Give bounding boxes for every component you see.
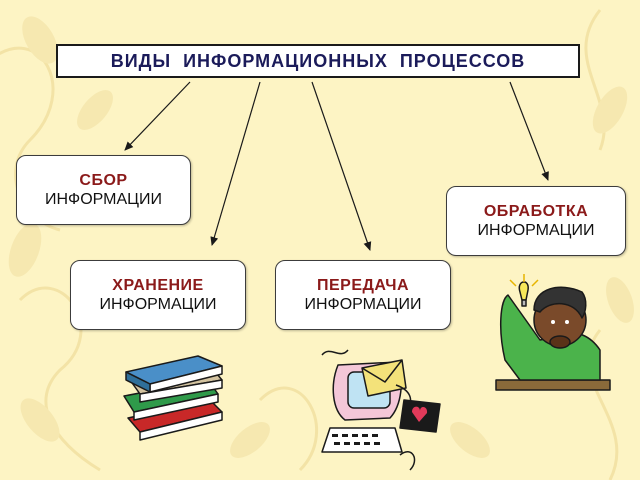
- arrow-to-hranenie: [210, 81, 261, 246]
- arrow-to-obrabotka: [509, 81, 549, 181]
- process-subtitle: ИНФОРМАЦИИ: [304, 296, 422, 313]
- arrow-to-peredacha: [311, 81, 372, 251]
- process-heading: ПЕРЕДАЧА: [316, 277, 410, 294]
- process-box-peredacha: ПЕРЕДАЧА ИНФОРМАЦИИ: [275, 260, 451, 330]
- process-box-sbor: СБОР ИНФОРМАЦИИ: [16, 155, 191, 225]
- process-heading: СБОР: [79, 172, 128, 189]
- diagram-title: ВИДЫ ИНФОРМАЦИОННЫХ ПРОЦЕССОВ: [56, 44, 580, 78]
- process-subtitle: ИНФОРМАЦИИ: [99, 296, 217, 313]
- process-heading: ХРАНЕНИЕ: [112, 277, 204, 294]
- process-subtitle: ИНФОРМАЦИИ: [45, 191, 162, 208]
- arrow-to-sbor: [124, 81, 191, 151]
- process-subtitle: ИНФОРМАЦИИ: [477, 222, 595, 239]
- process-heading: ОБРАБОТКА: [483, 203, 589, 220]
- process-box-obrabotka: ОБРАБОТКА ИНФОРМАЦИИ: [446, 186, 626, 256]
- process-box-hranenie: ХРАНЕНИЕ ИНФОРМАЦИИ: [70, 260, 246, 330]
